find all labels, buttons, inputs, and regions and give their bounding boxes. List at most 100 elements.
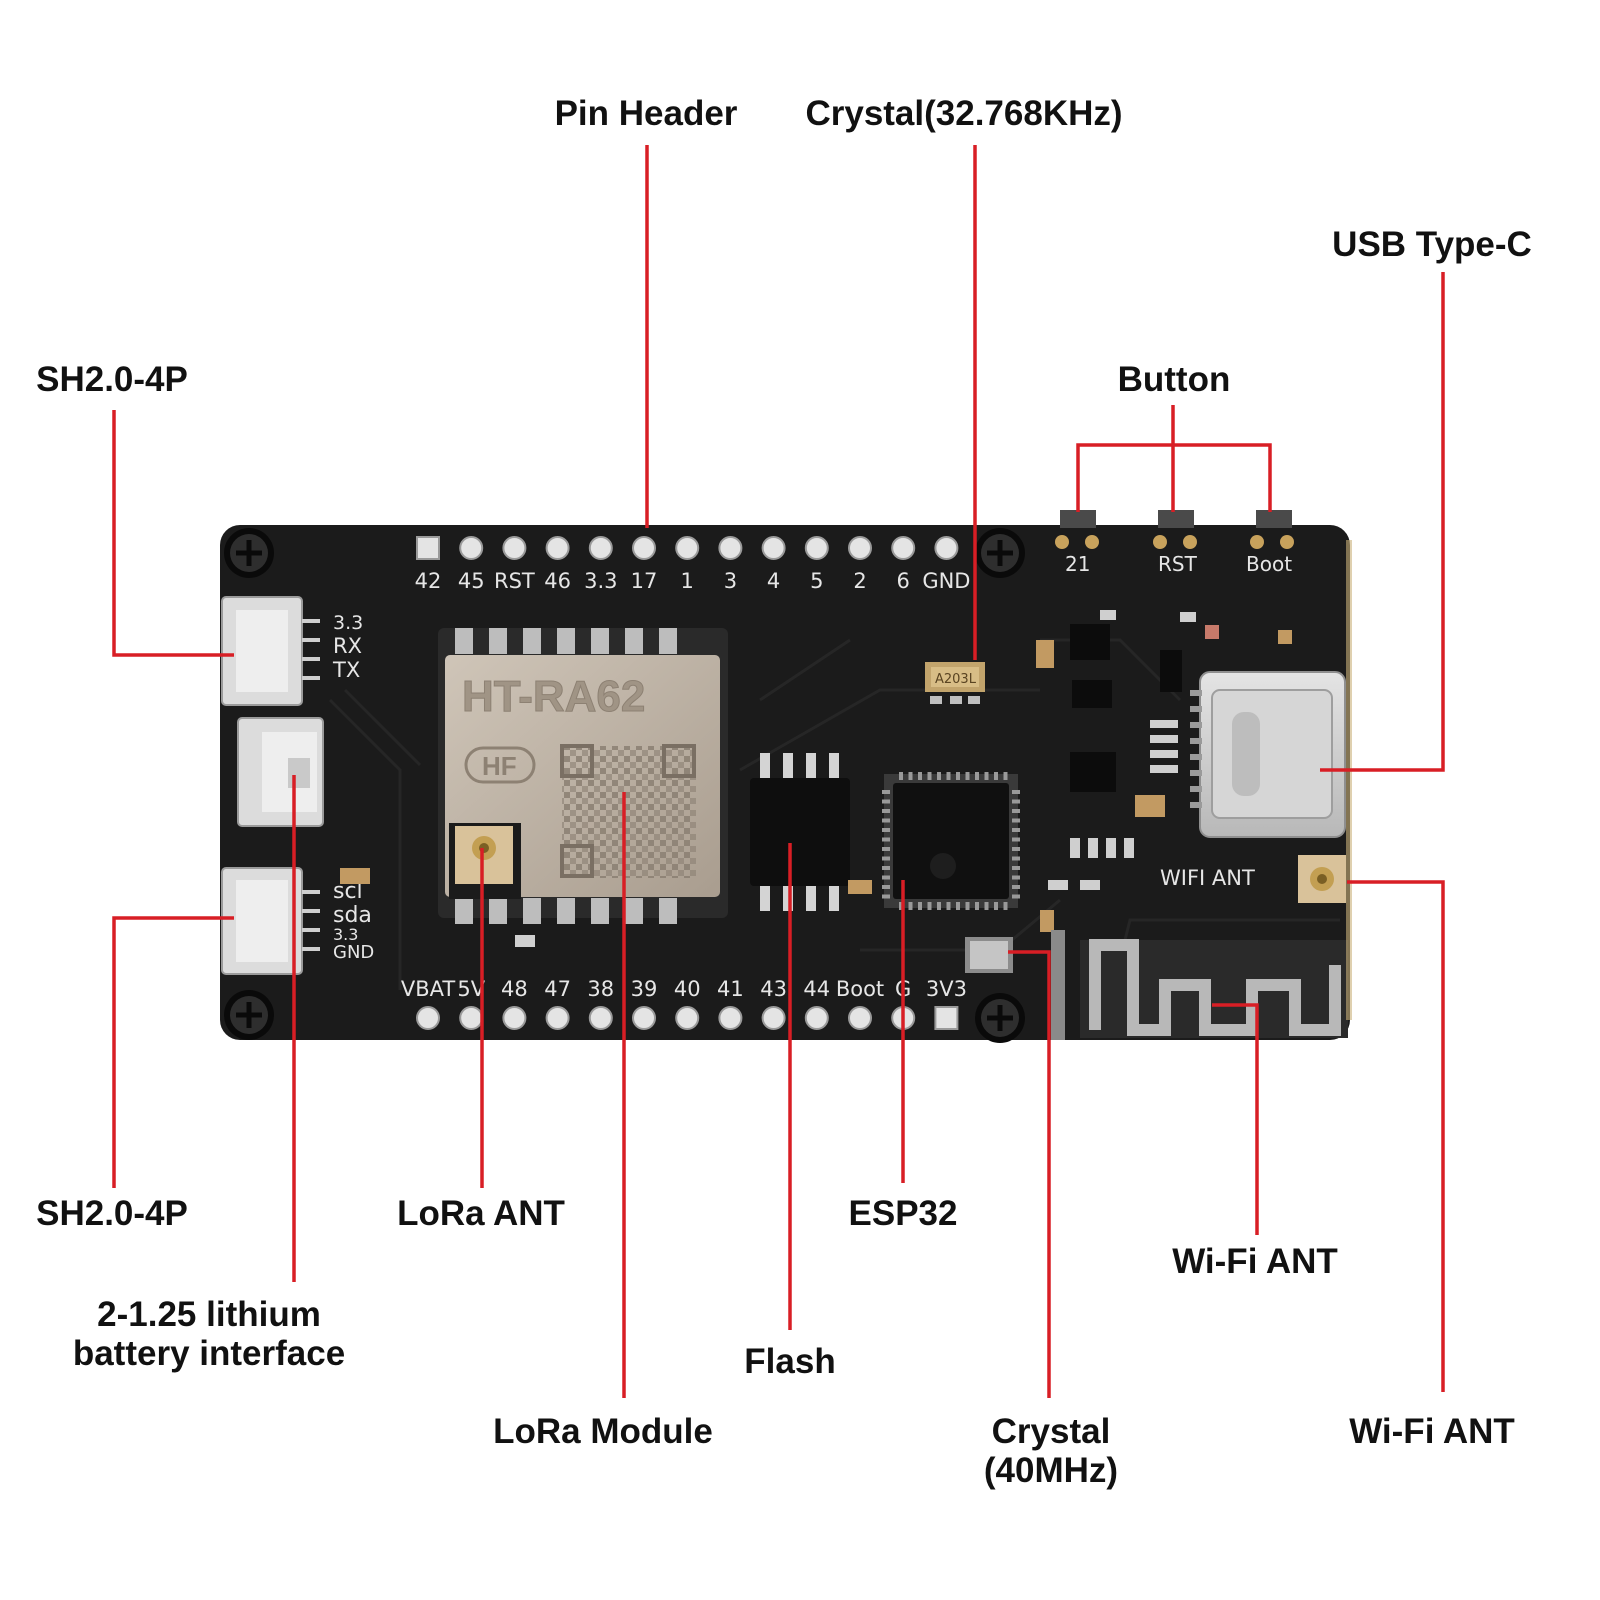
top-pin-label: 5 [810,569,823,593]
battery-connector [237,717,324,827]
lora-module-badge: HF [482,751,517,781]
top-pin-label: 6 [897,569,910,593]
screw-bottom-left [224,990,274,1040]
bottom-pin-label: 40 [674,977,701,1001]
label-crystal-40m-line2: (40MHz) [984,1451,1118,1490]
bottom-pin-pad [675,1006,700,1030]
top-pin-label: 3.3 [584,569,617,593]
bottom-pin-label: 44 [803,977,830,1001]
label-pin-header: Pin Header [555,94,738,133]
leader-crystal-40m [1008,950,1051,1398]
bottom-pin-pad [416,1006,440,1030]
button-21 [1060,510,1096,528]
top-pin-pad [891,536,916,560]
label-sh20-top: SH2.0-4P [36,360,188,399]
lora-module-name: HT-RA62 [462,672,645,721]
top-pin-label: 17 [631,569,658,593]
leader-button-branch [1076,443,1272,512]
leader-usb-type-c [1320,272,1445,772]
top-pin-pads [416,536,959,560]
sh20-connector-i2c [221,867,320,975]
sh20-connector-uart [221,596,320,706]
top-pin-label: 46 [544,569,571,593]
screw-bottom-right [975,993,1025,1043]
button-label-rst: RST [1158,552,1198,576]
i2c-label-3v3: 3.3 [333,925,358,944]
bottom-pin-label: VBAT [401,977,456,1001]
wifi-antenna-connector [1298,855,1346,903]
button-label-21: 21 [1065,552,1090,576]
top-pin-pad [459,536,484,560]
top-pin-pad [416,536,440,560]
top-pin-pad [718,536,743,560]
callout-labels: Pin Header Crystal(32.768KHz) USB Type-C… [36,94,1532,1490]
crystal-32k-marking: A203L [935,672,977,687]
usb-type-c-port [1190,671,1346,838]
leader-wifi-ant-pcb [1212,1003,1259,1235]
leader-sh20-top [112,410,234,657]
uart-label-3v3: 3.3 [333,612,363,634]
leader-sh20-bottom [112,916,234,1188]
label-button: Button [1118,360,1231,399]
bottom-pin-label: 41 [717,977,744,1001]
top-pin-pad [632,536,656,560]
uart-label-rx: RX [333,634,362,658]
top-pin-pad [502,536,527,560]
label-flash: Flash [744,1342,835,1381]
top-pin-pad [934,536,959,560]
wifi-ant-silkscreen: WIFI ANT [1160,866,1255,890]
top-pin-pad [588,536,613,560]
bottom-pin-pad [545,1006,570,1030]
bottom-pin-pad [718,1006,743,1030]
uart-label-tx: TX [332,658,360,682]
bottom-pin-pad [502,1006,527,1030]
lora-module: HT-RA62 HF [438,628,728,924]
bottom-pin-label: 43 [760,977,787,1001]
bottom-pin-label: 47 [544,977,571,1001]
screw-top-right [975,528,1025,578]
bottom-pin-label: 39 [631,977,658,1001]
label-usb-type-c: USB Type-C [1332,225,1532,264]
top-pin-label: 4 [767,569,780,593]
bottom-pin-label: Boot [836,977,884,1001]
bottom-pin-pad [761,1006,786,1030]
button-rst [1158,510,1194,528]
bottom-pin-label: 3V3 [926,977,967,1001]
label-crystal-40m-line1: Crystal [992,1412,1111,1451]
top-pin-label: 1 [681,569,694,593]
top-pin-label: 2 [853,569,866,593]
pcb-antenna [1051,540,1352,1040]
label-sh20-bottom: SH2.0-4P [36,1194,188,1233]
bottom-pin-pad [632,1006,656,1030]
label-wifi-ant-pcb: Wi-Fi ANT [1172,1242,1338,1281]
i2c-label-sda: sda [333,903,372,928]
bottom-pin-pad [934,1006,959,1030]
leader-wifi-ant-ipex [1347,880,1445,1392]
crystal-32k: A203L [925,662,985,704]
leader-lines [112,145,1445,1398]
top-pin-pad [848,536,872,560]
qr-code [562,746,696,878]
bottom-pin-pad [459,1006,484,1030]
top-pin-label: 45 [458,569,485,593]
button-label-boot: Boot [1246,552,1292,576]
i2c-label-gnd: GND [333,942,374,963]
lora-castellations [455,628,677,924]
label-lora-module: LoRa Module [493,1412,713,1451]
buttons [1055,510,1294,549]
top-pin-label: GND [922,569,970,593]
label-battery-line2: battery interface [73,1334,345,1373]
bottom-pin-pads [416,1006,959,1030]
label-esp32: ESP32 [849,1194,958,1233]
top-pin-pad [804,536,829,560]
label-crystal-32k: Crystal(32.768KHz) [805,94,1122,133]
flash-chip [750,753,850,911]
smd-components [340,610,1292,947]
top-pin-label: 42 [415,569,442,593]
bottom-pin-label: 48 [501,977,528,1001]
label-lora-ant: LoRa ANT [397,1194,565,1233]
